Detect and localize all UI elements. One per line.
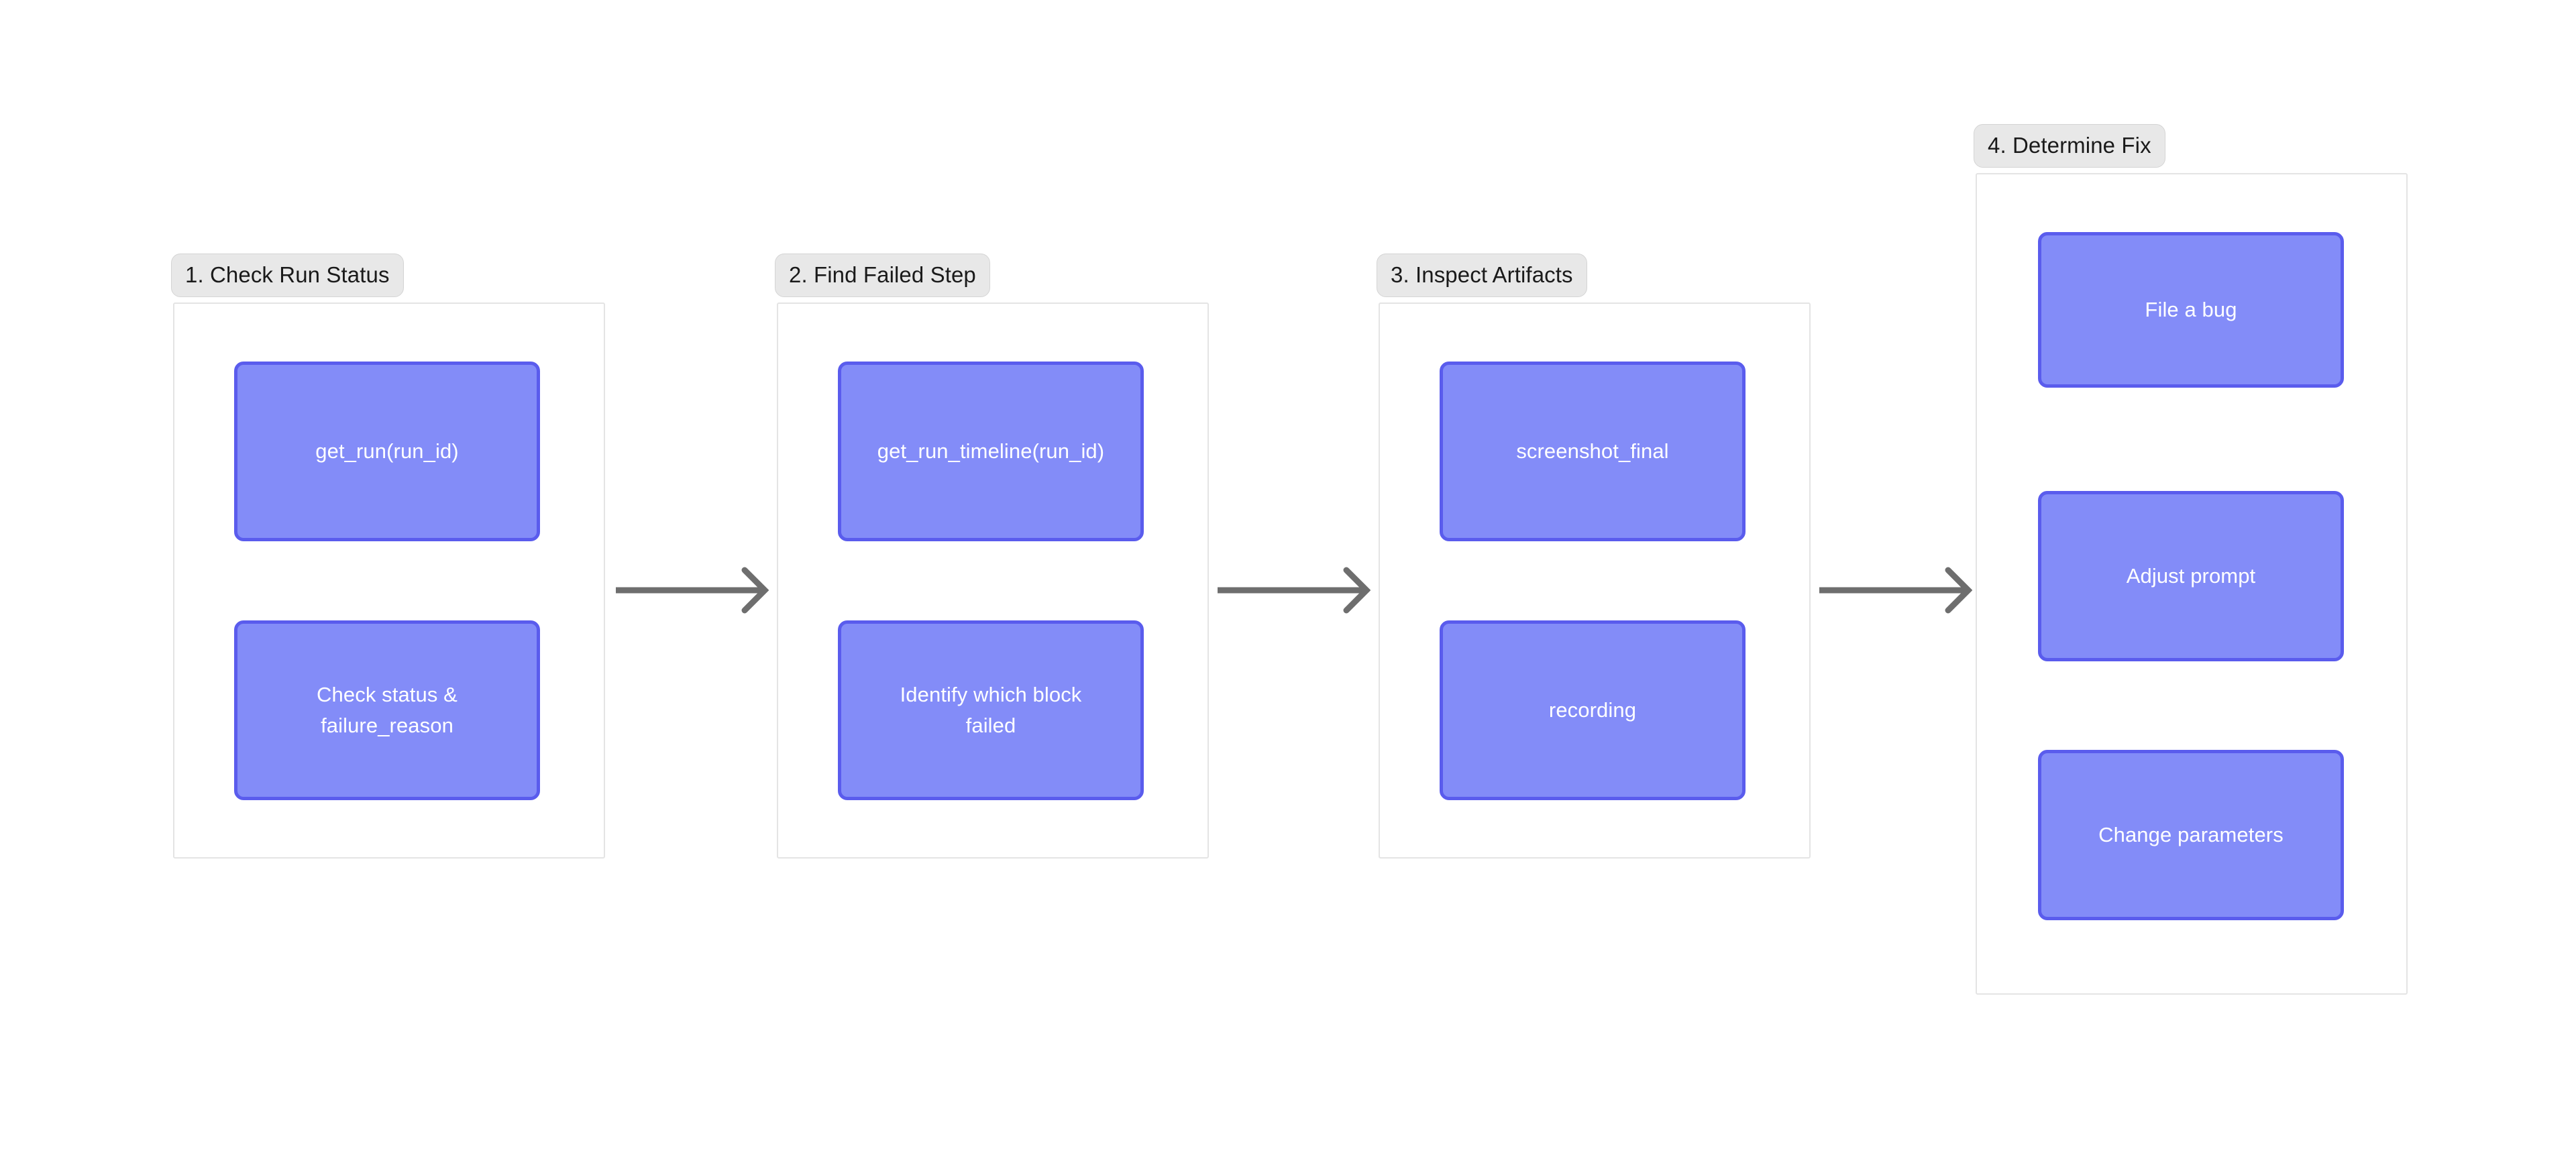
node-n4[interactable]: Identify which block failed [838,620,1144,800]
node-n3[interactable]: get_run_timeline(run_id) [838,362,1144,541]
node-n2[interactable]: Check status & failure_reason [234,620,540,800]
node-n5[interactable]: screenshot_final [1440,362,1746,541]
node-n7[interactable]: File a bug [2038,232,2344,388]
group-label: 1. Check Run Status [171,254,404,297]
node-n1[interactable]: get_run(run_id) [234,362,540,541]
node-n6[interactable]: recording [1440,620,1746,800]
group-label: 3. Inspect Artifacts [1377,254,1587,297]
arrow-icon-a3 [1819,562,1972,618]
arrow-icon-a1 [616,562,769,618]
node-n9[interactable]: Change parameters [2038,750,2344,920]
node-n8[interactable]: Adjust prompt [2038,491,2344,661]
arrow-icon-a2 [1218,562,1371,618]
group-label: 4. Determine Fix [1974,124,2165,168]
group-label: 2. Find Failed Step [775,254,990,297]
